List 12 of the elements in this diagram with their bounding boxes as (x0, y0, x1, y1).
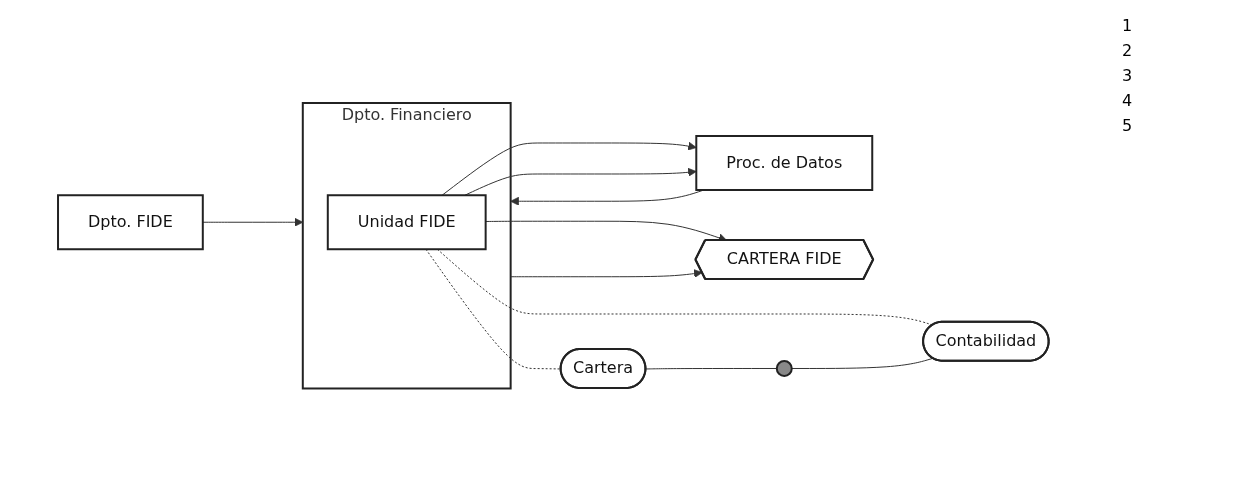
node-box: Dpto. FIDE (56, 194, 204, 250)
callout-number: 2 (1122, 41, 1134, 60)
node-circle (775, 359, 793, 377)
callout-number: 3 (1122, 66, 1134, 85)
callout-number: 1 (1122, 16, 1134, 35)
arrow (509, 268, 703, 278)
callout-number: 4 (1122, 91, 1134, 110)
connector (645, 367, 777, 370)
callout-number: 5 (1122, 116, 1134, 135)
node-box: Proc. de Datos (694, 134, 873, 191)
node-box: Unidad FIDE (326, 194, 487, 250)
connector (790, 357, 934, 369)
